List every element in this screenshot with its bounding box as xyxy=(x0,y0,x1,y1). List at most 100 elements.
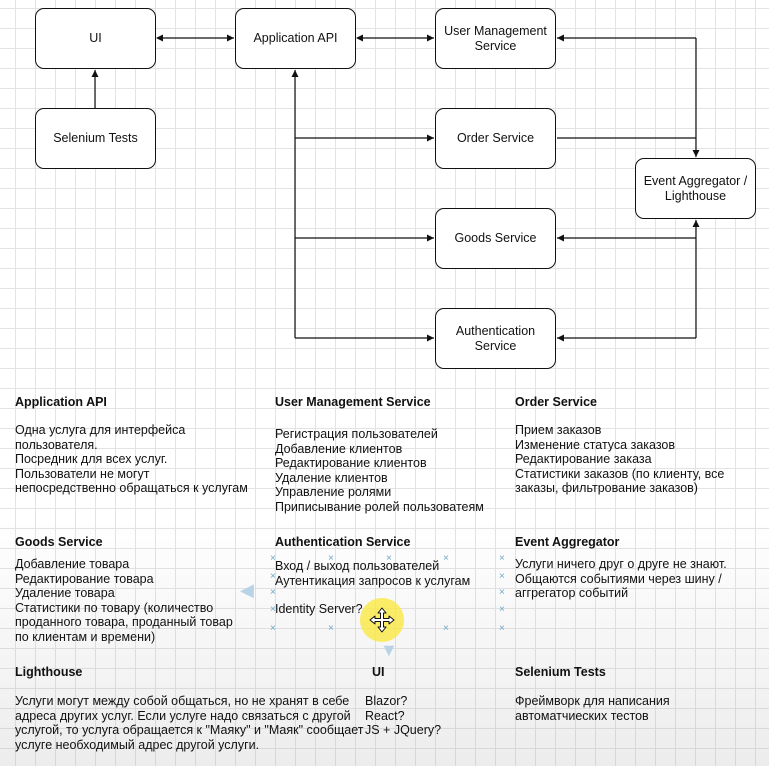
desc-selenium-tests-lines: Фреймворк для написания автоматчиеских т… xyxy=(515,694,755,723)
node-event-aggregator-label: Event Aggregator / Lighthouse xyxy=(643,173,748,203)
desc-line: Прием заказов xyxy=(515,423,602,437)
desc-line: проданного товара, проданный товар xyxy=(15,615,233,630)
node-ui-label: UI xyxy=(89,31,102,45)
selection-handle-icon[interactable]: × xyxy=(270,623,276,634)
desc-line: Вход / выход пользователей xyxy=(275,559,440,573)
node-application-api[interactable]: Application API xyxy=(235,8,356,69)
desc-line: Статистики заказов (по клиенту, все xyxy=(515,466,725,481)
desc-application-api-title: Application API xyxy=(15,395,107,409)
desc-event-aggregator-lines: Услуги ничего друг о друге не знают. Общ… xyxy=(515,557,760,601)
desc-line: Удаление товара xyxy=(15,586,115,601)
desc-line: непосредственно обращаться к услугам xyxy=(15,481,248,496)
desc-line: React? xyxy=(365,708,405,723)
desc-line: Изменение статуса заказов xyxy=(515,437,676,452)
desc-user-management-title: User Management Service xyxy=(275,395,431,409)
desc-order-service-title: Order Service xyxy=(515,395,597,409)
node-selenium-tests[interactable]: Selenium Tests xyxy=(35,108,156,169)
desc-event-aggregator[interactable]: Event Aggregator Услуги ничего друг о др… xyxy=(515,535,760,601)
desc-order-service-lines: Прием заказов Изменение статуса заказов … xyxy=(515,423,755,496)
node-event-aggregator[interactable]: Event Aggregator / Lighthouse xyxy=(635,158,756,219)
connection-hint-arrow-left-icon[interactable]: ◀ xyxy=(240,580,254,600)
selection-handle-icon[interactable]: × xyxy=(499,604,505,615)
desc-line: Аутентикация запросов к услугам xyxy=(275,573,471,588)
desc-authentication-service[interactable]: Authentication Service Вход / выход поль… xyxy=(275,535,500,617)
desc-event-aggregator-title: Event Aggregator xyxy=(515,535,620,549)
desc-authentication-title: Authentication Service xyxy=(275,535,411,549)
node-authentication-service[interactable]: Authentication Service xyxy=(435,308,556,369)
desc-lighthouse[interactable]: Lighthouse Услуги могут между собой обща… xyxy=(15,665,364,752)
desc-line: Добавление клиентов xyxy=(275,441,403,456)
node-goods-service-label: Goods Service xyxy=(454,231,537,245)
desc-goods-service-lines: Добавление товара Редактирование товара … xyxy=(15,557,260,645)
desc-selenium-tests[interactable]: Selenium Tests Фреймворк для написания а… xyxy=(515,665,755,723)
desc-ui-title: UI xyxy=(372,665,385,679)
desc-line: Редактирование товара xyxy=(15,571,154,586)
desc-line: Одна услуга для интерфейса xyxy=(15,423,186,437)
selection-handle-icon[interactable]: × xyxy=(328,623,334,634)
node-user-management-service[interactable]: User Management Service xyxy=(435,8,556,69)
node-user-management-label: User Management Service xyxy=(444,23,547,53)
selection-handle-icon[interactable]: × xyxy=(270,571,276,582)
desc-line: Blazor? xyxy=(365,694,408,708)
desc-application-api-lines: Одна услуга для интерфейса пользователя.… xyxy=(15,423,265,496)
desc-line: Редактирование заказа xyxy=(515,452,652,467)
desc-line: автоматчиеских тестов xyxy=(515,708,649,723)
node-authentication-service-label: Authentication Service xyxy=(455,323,536,353)
desc-line: Регистрация пользователей xyxy=(275,427,438,441)
node-selenium-tests-label: Selenium Tests xyxy=(53,131,138,145)
desc-line: Редактирование клиентов xyxy=(275,456,427,471)
node-order-service-label: Order Service xyxy=(456,131,535,145)
selection-handle-icon[interactable]: × xyxy=(270,587,276,598)
desc-goods-service[interactable]: Goods Service Добавление товара Редактир… xyxy=(15,535,260,645)
desc-line: аггрегатор событий xyxy=(515,586,629,601)
desc-goods-service-title: Goods Service xyxy=(15,535,103,549)
selection-handle-icon[interactable]: × xyxy=(386,553,392,564)
selection-handle-icon[interactable]: × xyxy=(443,623,449,634)
selection-handle-icon[interactable]: × xyxy=(270,604,276,615)
desc-application-api[interactable]: Application API Одна услуга для интерфей… xyxy=(15,395,265,496)
desc-line: JS + JQuery? xyxy=(365,723,442,738)
desc-line: по клиентам и времени) xyxy=(15,629,156,644)
desc-line: Фреймворк для написания xyxy=(515,694,670,708)
selection-handle-icon[interactable]: × xyxy=(270,553,276,564)
desc-line: Услуги ничего друг о друге не знают. xyxy=(515,557,727,571)
selection-handle-icon[interactable]: × xyxy=(499,587,505,598)
desc-ui[interactable]: UI Blazor? React? JS + JQuery? xyxy=(365,665,485,738)
desc-line: услугой, то услуга обращается к "Маяку" … xyxy=(15,723,364,738)
desc-line: пользователя. xyxy=(15,437,98,452)
desc-user-management[interactable]: User Management Service Регистрация поль… xyxy=(275,395,510,515)
desc-line: Статистики по товару (количество xyxy=(15,600,214,615)
node-goods-service[interactable]: Goods Service xyxy=(435,208,556,269)
selection-handle-icon[interactable]: × xyxy=(328,553,334,564)
desc-line: адреса других услуг. Если услуге надо св… xyxy=(15,708,351,723)
desc-line: Удаление клиентов xyxy=(275,470,388,485)
desc-line-identity-server: Identity Server? xyxy=(275,602,363,617)
selection-handle-icon[interactable]: × xyxy=(499,623,505,634)
desc-line: Посредник для всех услуг. xyxy=(15,452,168,467)
desc-order-service[interactable]: Order Service Прием заказов Изменение ст… xyxy=(515,395,755,496)
selection-handle-icon[interactable]: × xyxy=(499,571,505,582)
move-cursor-icon xyxy=(360,598,404,642)
desc-line: Услуги могут между собой общаться, но не… xyxy=(15,694,350,708)
desc-authentication-lines: Вход / выход пользователей Аутентикация … xyxy=(275,559,500,617)
desc-lighthouse-lines: Услуги могут между собой общаться, но не… xyxy=(15,694,364,752)
desc-line: заказы, фильтрование заказов) xyxy=(515,481,698,496)
desc-line: Пользователи не могут xyxy=(15,466,150,481)
node-order-service[interactable]: Order Service xyxy=(435,108,556,169)
selection-handle-icon[interactable]: × xyxy=(443,553,449,564)
selection-handle-icon[interactable]: × xyxy=(499,553,505,564)
desc-line: Управление ролями xyxy=(275,485,392,500)
desc-line: услуге необходимый адрес другой услуги. xyxy=(15,737,260,752)
desc-user-management-lines: Регистрация пользователей Добавление кли… xyxy=(275,427,510,515)
desc-line: Добавление товара xyxy=(15,557,130,571)
desc-lighthouse-title: Lighthouse xyxy=(15,665,83,679)
node-application-api-label: Application API xyxy=(253,31,338,45)
desc-ui-lines: Blazor? React? JS + JQuery? xyxy=(365,694,485,738)
connection-hint-arrow-down-icon[interactable]: ▼ xyxy=(380,640,398,660)
desc-line: Приписывание ролей пользоватеям xyxy=(275,499,484,514)
connectors xyxy=(91,34,700,342)
node-ui[interactable]: UI xyxy=(35,8,156,69)
desc-selenium-tests-title: Selenium Tests xyxy=(515,665,606,679)
desc-line: Общаются событиями через шину / xyxy=(515,571,722,586)
